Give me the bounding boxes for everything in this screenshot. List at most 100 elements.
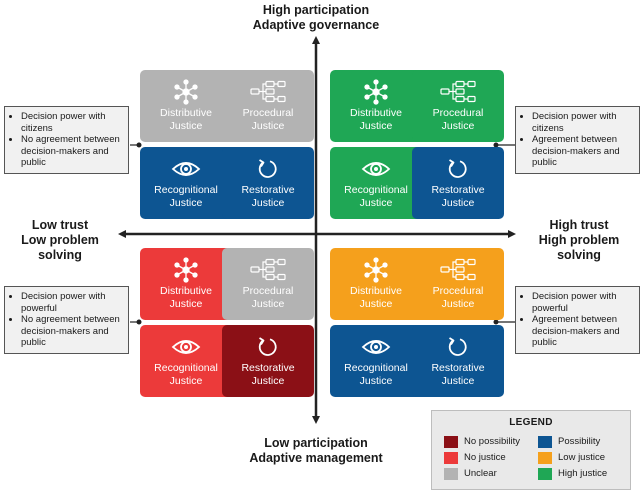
- tile-label-line: Justice: [169, 197, 203, 209]
- tile-label-line: Justice: [441, 197, 475, 209]
- note-bottom-right: Decision power with powerful Agreement b…: [515, 286, 640, 354]
- axis-label-left-line2: Low problem solving: [21, 233, 99, 262]
- axis-label-bottom-line2: Adaptive management: [249, 451, 383, 465]
- tile-label-line: Procedural: [242, 107, 294, 119]
- eye-icon: [330, 334, 422, 360]
- note-top-left: Decision power with citizens No agreemen…: [4, 106, 129, 174]
- legend-item-high-justice: High justice: [538, 468, 607, 480]
- legend-item-no-justice: No justice: [444, 452, 506, 464]
- connector-dot-top-right: [493, 142, 499, 148]
- axis-label-left: Low trust Low problem solving: [2, 218, 118, 263]
- tile-label-line: Justice: [441, 298, 475, 310]
- axis-label-right-line2: High problem solving: [538, 233, 620, 262]
- axis-label-top-line2: Adaptive governance: [252, 18, 380, 32]
- legend-swatch: [538, 468, 552, 480]
- tile-label-line: Justice: [169, 120, 203, 132]
- legend-label: No possibility: [464, 436, 520, 447]
- tile-label-line: Justice: [169, 375, 203, 387]
- note-item: No agreement between decision-makers and…: [21, 314, 124, 349]
- eye-icon: [140, 156, 232, 182]
- network-hub-icon: [140, 257, 232, 283]
- axis-label-top: High participation Adaptive governance: [236, 3, 396, 33]
- legend-label: Unclear: [464, 468, 497, 479]
- tile-label-line: Procedural: [432, 285, 484, 297]
- tile-label-line: Recognitional: [154, 362, 218, 374]
- tile-label-line: Justice: [251, 298, 285, 310]
- tile-label-line: Procedural: [432, 107, 484, 119]
- flowchart-icon: [222, 79, 314, 105]
- axis-label-top-line1: High participation: [262, 3, 370, 17]
- eye-icon: [330, 156, 422, 182]
- legend-swatch: [444, 452, 458, 464]
- tile-label-line: Justice: [359, 375, 393, 387]
- restore-arrow-icon: [222, 156, 314, 182]
- axis-label-bottom: Low participation Adaptive management: [236, 436, 396, 466]
- tile-label-line: Distributive: [160, 107, 212, 119]
- note-item: Agreement between decision-makers and pu…: [532, 314, 635, 349]
- legend-swatch: [444, 468, 458, 480]
- tile-label-line: Justice: [169, 298, 203, 310]
- flowchart-icon: [412, 79, 504, 105]
- legend-label: High justice: [558, 468, 608, 479]
- eye-icon: [140, 334, 232, 360]
- legend: LEGEND No possibility No justice Unclear…: [431, 410, 631, 490]
- legend-item-possibility: Possibility: [538, 436, 600, 448]
- network-hub-icon: [330, 257, 422, 283]
- tile-label-line: Recognitional: [154, 184, 218, 196]
- flowchart-icon: [222, 257, 314, 283]
- legend-item-unclear: Unclear: [444, 468, 497, 480]
- note-item: Agreement between decision-makers and pu…: [532, 134, 635, 169]
- tile-label-line: Justice: [359, 197, 393, 209]
- legend-label: Possibility: [558, 436, 601, 447]
- note-bottom-left: Decision power with powerful No agreemen…: [4, 286, 129, 354]
- tile-label-line: Restorative: [241, 184, 295, 196]
- tile-label-line: Distributive: [350, 285, 402, 297]
- legend-label: No justice: [464, 452, 506, 463]
- tile-label-line: Restorative: [431, 362, 485, 374]
- tile-label-line: Justice: [359, 298, 393, 310]
- restore-arrow-icon: [222, 334, 314, 360]
- tile-label-line: Recognitional: [344, 184, 408, 196]
- legend-swatch: [538, 436, 552, 448]
- flowchart-icon: [412, 257, 504, 283]
- axis-label-bottom-line1: Low participation: [264, 436, 368, 450]
- tile-label-line: Justice: [441, 375, 475, 387]
- restore-arrow-icon: [412, 334, 504, 360]
- restore-arrow-icon: [412, 156, 504, 182]
- axis-label-right-line1: High trust: [549, 218, 609, 232]
- tile-label-line: Distributive: [160, 285, 212, 297]
- note-item: Decision power with citizens: [532, 111, 635, 134]
- legend-item-low-justice: Low justice: [538, 452, 605, 464]
- tile-label-line: Justice: [251, 197, 285, 209]
- note-item: Decision power with powerful: [21, 291, 124, 314]
- tile-label-line: Restorative: [241, 362, 295, 374]
- legend-title: LEGEND: [509, 417, 553, 428]
- tile-label-line: Distributive: [350, 107, 402, 119]
